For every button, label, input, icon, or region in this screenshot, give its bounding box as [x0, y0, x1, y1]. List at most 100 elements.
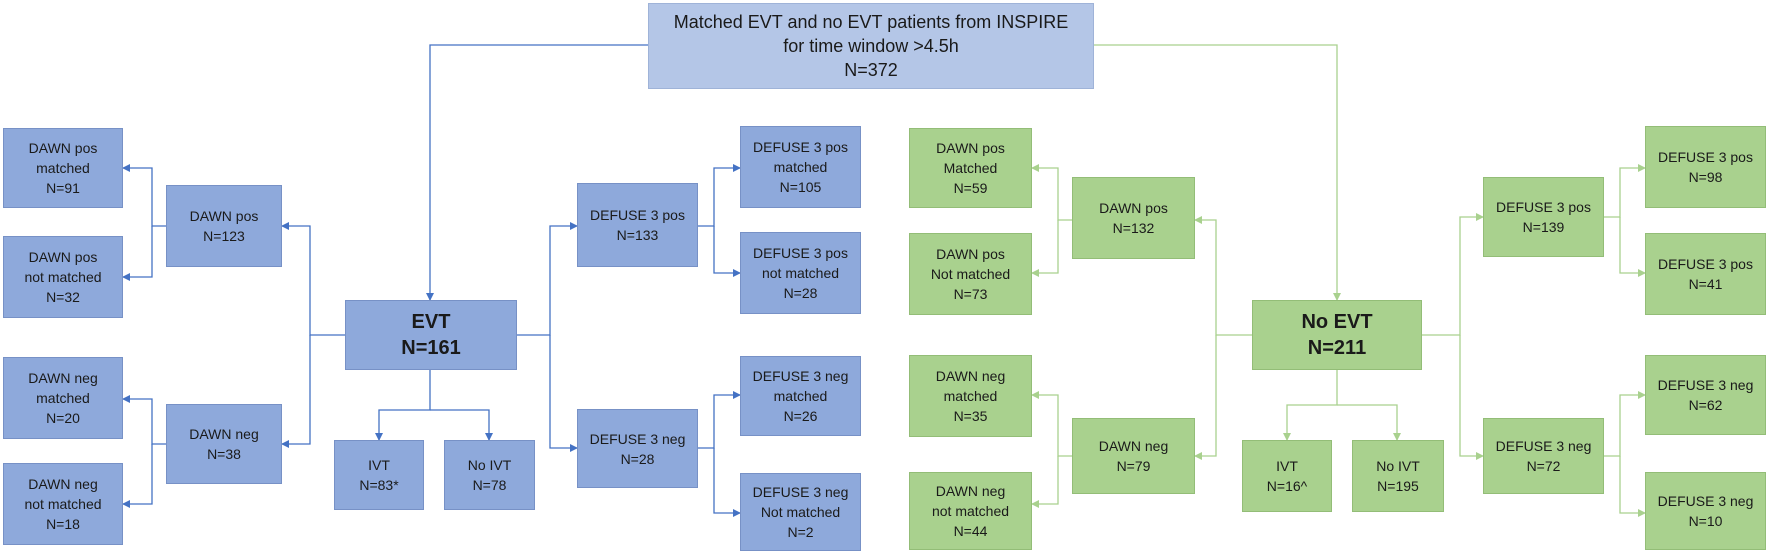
- evt-defuse-pos-not-matched-box: DEFUSE 3 pos not matched N=28: [740, 232, 861, 314]
- noevt-defuse-neg-a-box: DEFUSE 3 neg N=62: [1645, 355, 1766, 435]
- evt-dawn-pos-not-matched-label: DAWN pos: [28, 249, 98, 265]
- evt-dawn-neg-not-matched-label: DAWN neg: [28, 476, 98, 492]
- connector-evt-to-defuse-neg: [549, 335, 578, 452]
- top-box-inspire: Matched EVT and no EVT patients from INS…: [648, 3, 1094, 89]
- connector-noevt-dawn-pos-to-not-matched: [1031, 220, 1059, 277]
- evt-dawn-neg-box: DAWN neg N=38: [166, 404, 282, 484]
- noevt-dawn-neg-label: DAWN neg: [1098, 438, 1169, 454]
- noevt-defuse-pos-box: DEFUSE 3 pos N=139: [1483, 177, 1604, 257]
- noevt-dawn-pos-matched-status: Matched: [943, 160, 998, 176]
- connector-noevt-defuse-pos-to-b: [1619, 217, 1646, 277]
- top-box-line2: for time window >4.5h: [783, 36, 959, 56]
- evt-no-ivt-label: No IVT: [467, 457, 512, 473]
- noevt-dawn-neg-not-matched-label: DAWN neg: [935, 483, 1006, 499]
- evt-dawn-neg-matched-box: DAWN neg matched N=20: [3, 357, 123, 439]
- noevt-no-ivt-label: No IVT: [1376, 458, 1420, 474]
- evt-dawn-pos-not-matched-count: N=32: [46, 289, 80, 305]
- evt-defuse-pos-matched-box: DEFUSE 3 pos matched N=105: [740, 126, 861, 208]
- connector-noevt-to-defuse-pos: [1422, 213, 1484, 336]
- evt-dawn-neg-not-matched-box: DAWN neg not matched N=18: [3, 463, 123, 545]
- noevt-box-count: N=211: [1307, 337, 1367, 359]
- noevt-ivt-label: IVT: [1276, 458, 1298, 474]
- connector-evt-to-dawn-pos: [281, 222, 345, 336]
- connector-noevt-to-dawn-neg: [1194, 335, 1217, 460]
- evt-dawn-neg-not-matched-status: not matched: [24, 496, 102, 512]
- noevt-dawn-neg-matched-count: N=35: [953, 408, 988, 424]
- connector-noevt-to-dawn-pos: [1194, 216, 1252, 336]
- noevt-defuse-pos-label: DEFUSE 3 pos: [1496, 199, 1591, 215]
- noevt-dawn-neg-matched-status: matched: [943, 388, 998, 404]
- noevt-ivt-box: IVT N=16^: [1242, 440, 1332, 512]
- noevt-defuse-pos-a-box: DEFUSE 3 pos N=98: [1645, 126, 1766, 208]
- noevt-defuse-neg-b-count: N=10: [1688, 513, 1723, 529]
- evt-dawn-pos-label: DAWN pos: [189, 208, 259, 224]
- connector-defuse-pos-to-not-matched: [713, 226, 741, 277]
- evt-defuse-pos-not-matched-count: N=28: [783, 285, 818, 301]
- connector-dawn-neg-to-matched: [122, 395, 166, 445]
- noevt-dawn-neg-not-matched-status: not matched: [931, 503, 1010, 519]
- noevt-dawn-pos-matched-label: DAWN pos: [936, 140, 1005, 156]
- evt-dawn-neg-matched-status: matched: [36, 390, 90, 406]
- noevt-dawn-neg-matched-box: DAWN neg matched N=35: [909, 355, 1032, 437]
- evt-dawn-neg-matched-label: DAWN neg: [28, 370, 98, 386]
- connector-noevt-dawn-neg-to-not-matched: [1031, 456, 1059, 508]
- noevt-defuse-neg-box: DEFUSE 3 neg N=72: [1483, 418, 1604, 494]
- noevt-defuse-pos-b-box: DEFUSE 3 pos N=41: [1645, 233, 1766, 315]
- noevt-defuse-neg-count: N=72: [1526, 458, 1561, 474]
- noevt-dawn-pos-not-matched-label: DAWN pos: [936, 246, 1005, 262]
- evt-dawn-neg-matched-count: N=20: [46, 410, 80, 426]
- evt-dawn-neg-label: DAWN neg: [189, 426, 259, 442]
- noevt-defuse-neg-label: DEFUSE 3 neg: [1495, 438, 1592, 454]
- evt-ivt-box: IVT N=83*: [334, 440, 424, 510]
- connector-evt-to-ivt: [375, 370, 431, 441]
- evt-defuse-pos-matched-label: DEFUSE 3 pos: [753, 139, 848, 155]
- evt-defuse-neg-matched-box: DEFUSE 3 neg matched N=26: [740, 356, 861, 436]
- evt-defuse-neg-label: DEFUSE 3 neg: [589, 430, 686, 447]
- noevt-dawn-neg-not-matched-count: N=44: [953, 523, 988, 539]
- connector-noevt-to-defuse-neg: [1459, 335, 1484, 460]
- evt-box-count: N=161: [401, 337, 461, 359]
- connector-defuse-neg-to-matched: [698, 391, 741, 449]
- noevt-dawn-pos-box: DAWN pos N=132: [1072, 177, 1195, 259]
- connector-dawn-neg-to-not-matched: [122, 444, 153, 508]
- top-box-line3: N=372: [844, 60, 898, 80]
- connector-top-to-evt: [426, 44, 648, 301]
- connector-noevt-to-ivt: [1283, 370, 1338, 441]
- evt-defuse-pos-box: DEFUSE 3 pos N=133: [577, 183, 698, 267]
- noevt-no-ivt-count: N=195: [1377, 478, 1419, 494]
- noevt-ivt-count: N=16^: [1266, 478, 1308, 494]
- noevt-dawn-neg-not-matched-box: DAWN neg not matched N=44: [909, 472, 1032, 550]
- noevt-no-ivt-box: No IVT N=195: [1352, 440, 1444, 512]
- noevt-dawn-neg-box: DAWN neg N=79: [1072, 418, 1195, 494]
- connector-dawn-pos-to-not-matched: [122, 226, 153, 281]
- evt-dawn-pos-matched-box: DAWN pos matched N=91: [3, 128, 123, 208]
- evt-box: EVT N=161: [345, 300, 517, 370]
- noevt-dawn-pos-not-matched-box: DAWN pos Not matched N=73: [909, 233, 1032, 315]
- evt-ivt-label: IVT: [368, 457, 390, 473]
- noevt-dawn-pos-not-matched-count: N=73: [953, 286, 988, 302]
- connector-evt-to-no-ivt: [430, 409, 493, 441]
- evt-dawn-pos-matched-count: N=91: [46, 180, 80, 196]
- evt-defuse-neg-not-matched-label: DEFUSE 3 neg: [752, 484, 849, 500]
- noevt-defuse-neg-a-count: N=62: [1688, 397, 1723, 413]
- evt-dawn-neg-count: N=38: [207, 446, 241, 462]
- evt-defuse-neg-not-matched-box: DEFUSE 3 neg Not matched N=2: [740, 473, 861, 551]
- connector-dawn-pos-to-matched: [122, 164, 166, 227]
- noevt-dawn-neg-count: N=79: [1116, 458, 1151, 474]
- noevt-box-label: No EVT: [1301, 311, 1373, 333]
- evt-dawn-pos-matched-label: DAWN pos: [28, 140, 98, 156]
- noevt-defuse-neg-b-label: DEFUSE 3 neg: [1657, 493, 1754, 509]
- evt-no-ivt-box: No IVT N=78: [444, 440, 535, 510]
- top-box-line1: Matched EVT and no EVT patients from INS…: [673, 12, 1069, 32]
- noevt-defuse-pos-a-label: DEFUSE 3 pos: [1658, 149, 1753, 165]
- noevt-defuse-pos-b-label: DEFUSE 3 pos: [1658, 256, 1753, 272]
- noevt-defuse-pos-a-count: N=98: [1688, 169, 1723, 185]
- connector-evt-to-defuse-pos: [517, 222, 578, 336]
- noevt-box: No EVT N=211: [1252, 300, 1422, 370]
- evt-defuse-pos-label: DEFUSE 3 pos: [590, 207, 685, 223]
- evt-dawn-neg-not-matched-count: N=18: [46, 516, 80, 532]
- evt-defuse-pos-matched-count: N=105: [779, 179, 822, 195]
- noevt-defuse-neg-b-box: DEFUSE 3 neg N=10: [1645, 472, 1766, 550]
- evt-no-ivt-count: N=78: [472, 477, 507, 493]
